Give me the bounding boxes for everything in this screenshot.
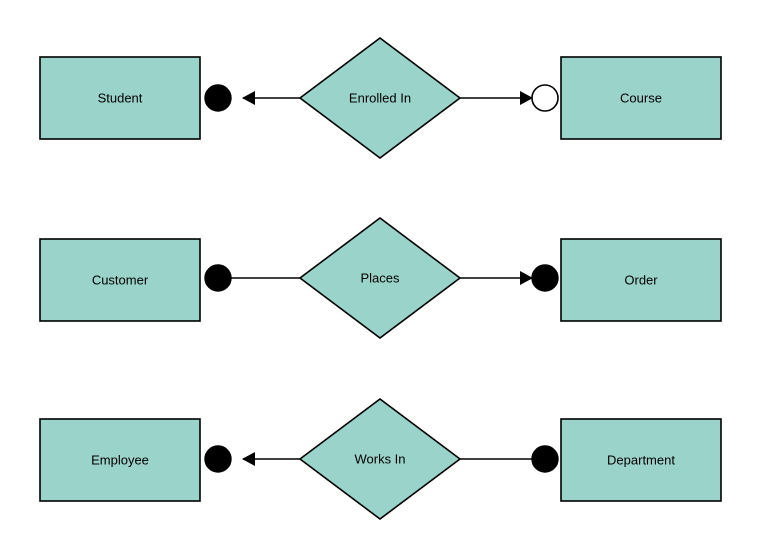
connector-left-row-places[interactable] (204, 264, 300, 292)
connector-right-row-enrolled-in[interactable] (460, 84, 559, 112)
entity-label-employee: Employee (91, 452, 149, 467)
relationship-diamond-enrolled-in[interactable] (298, 37, 462, 159)
er-row-row-enrolled-in: Student Course Enrolled In (39, 37, 722, 159)
entity-label-student: Student (98, 90, 143, 105)
er-row-row-places: Customer Order Places (39, 217, 722, 339)
cardinality-filled-circle-left-row-works-in[interactable] (204, 445, 232, 473)
entity-box-department[interactable] (560, 418, 722, 502)
relationship-label-works-in: Works In (354, 451, 405, 466)
entity-order[interactable]: Order (560, 238, 722, 322)
arrowhead-left-row-enrolled-in (242, 91, 255, 105)
entity-label-customer: Customer (92, 272, 149, 287)
arrowhead-right-row-enrolled-in (520, 91, 533, 105)
arrowhead-left-row-works-in (242, 452, 255, 466)
connector-right-row-places[interactable] (460, 264, 559, 292)
er-row-row-works-in: Employee Department Works In (39, 398, 722, 520)
entity-label-department: Department (607, 452, 675, 467)
entity-label-course: Course (620, 90, 662, 105)
entity-student[interactable]: Student (39, 56, 201, 140)
entity-box-course[interactable] (560, 56, 722, 140)
entity-department[interactable]: Department (560, 418, 722, 502)
connector-left-row-works-in[interactable] (204, 445, 300, 473)
relationship-label-enrolled-in: Enrolled In (349, 90, 411, 105)
entity-employee[interactable]: Employee (39, 418, 201, 502)
relationship-label-places: Places (360, 270, 400, 285)
connector-right-row-works-in[interactable] (460, 445, 559, 473)
cardinality-filled-circle-right-row-places[interactable] (531, 264, 559, 292)
arrowhead-right-row-places (520, 271, 533, 285)
cardinality-filled-circle-left-row-places[interactable] (204, 264, 232, 292)
entity-box-order[interactable] (560, 238, 722, 322)
cardinality-filled-circle-left-row-enrolled-in[interactable] (204, 84, 232, 112)
relationship-enrolled-in[interactable]: Enrolled In (298, 37, 462, 159)
relationship-diamond-works-in[interactable] (298, 398, 462, 520)
entity-customer[interactable]: Customer (39, 238, 201, 322)
relationship-diamond-places[interactable] (298, 217, 462, 339)
relationship-places[interactable]: Places (298, 217, 462, 339)
cardinality-filled-circle-right-row-works-in[interactable] (531, 445, 559, 473)
connector-left-row-enrolled-in[interactable] (204, 84, 300, 112)
entity-box-employee[interactable] (39, 418, 201, 502)
entity-label-order: Order (624, 272, 658, 287)
entity-box-customer[interactable] (39, 238, 201, 322)
relationship-works-in[interactable]: Works In (298, 398, 462, 520)
entity-box-student[interactable] (39, 56, 201, 140)
cardinality-hollow-circle-right-row-enrolled-in[interactable] (531, 84, 559, 112)
entity-course[interactable]: Course (560, 56, 722, 140)
